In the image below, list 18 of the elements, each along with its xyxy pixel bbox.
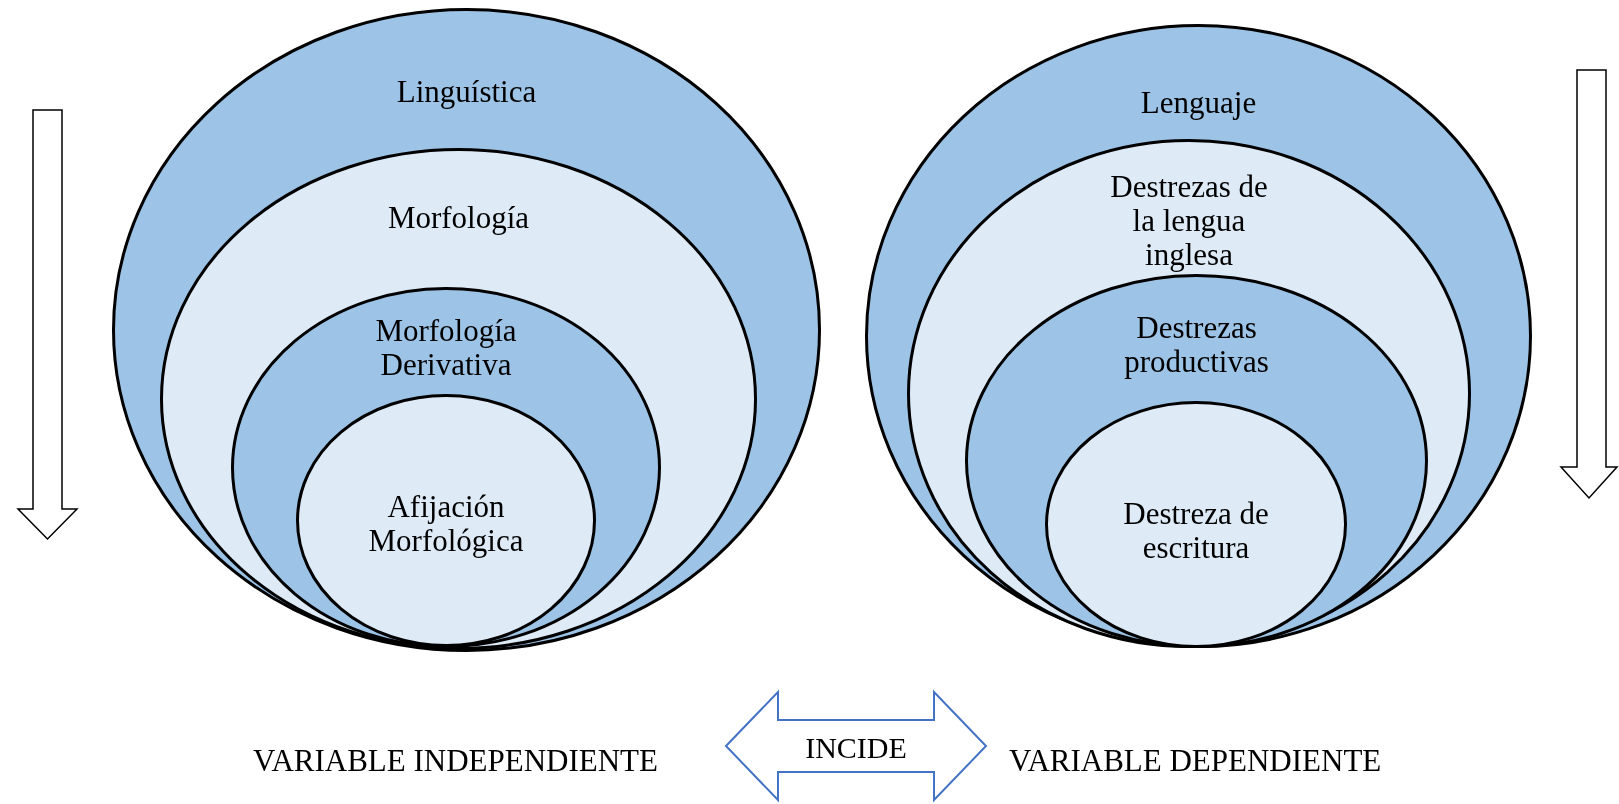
ellipse-shape	[112, 8, 821, 652]
ellipse-label: Destrezas de la lengua inglesa	[1109, 170, 1269, 272]
ellipse-label: Linguística	[395, 75, 538, 109]
ellipse-label: Lenguaje	[1139, 86, 1258, 120]
ellipse-shape	[865, 24, 1532, 648]
ellipse-shape	[231, 287, 661, 648]
ellipse-label: Destrezas productivas	[1123, 311, 1270, 379]
ellipse-label: Destreza de escritura	[1122, 497, 1270, 565]
ellipse-label: Morfología Derivativa	[374, 314, 518, 382]
ellipse-shape	[1045, 401, 1347, 648]
ellipse-shape	[907, 139, 1471, 648]
variable-label: VARIABLE INDEPENDIENTE	[253, 743, 658, 779]
ellipse-shape	[296, 394, 596, 647]
ellipse-shape	[965, 274, 1428, 648]
ellipse-label: Morfología	[386, 201, 531, 235]
ellipse-shape	[160, 148, 757, 650]
ellipse-label: Afijación Morfológica	[367, 490, 525, 558]
variable-label: VARIABLE DEPENDIENTE	[1009, 743, 1382, 779]
